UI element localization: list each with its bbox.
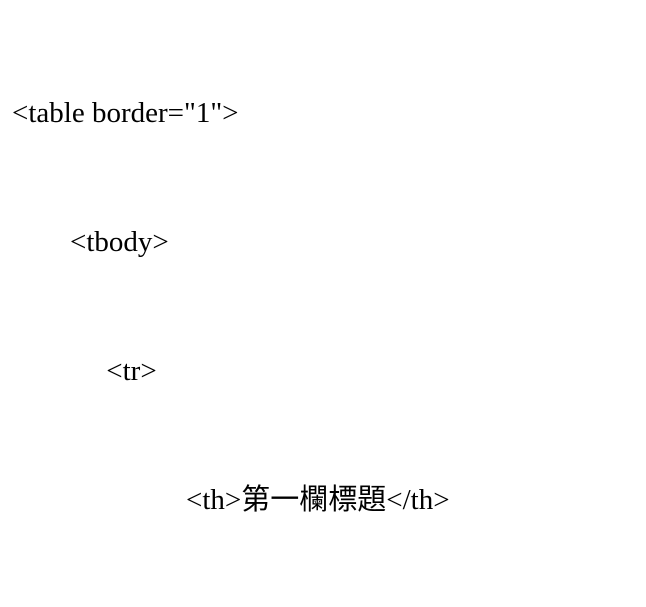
code-line: <tr> (12, 355, 157, 387)
code-line: <table border="1"> (12, 97, 239, 129)
code-line: <th>第一欄標題</th> (12, 484, 450, 516)
code-line: <tbody> (12, 226, 169, 258)
code-listing: <table border="1"> <tbody> <tr> <th>第一欄標… (12, 6, 646, 607)
